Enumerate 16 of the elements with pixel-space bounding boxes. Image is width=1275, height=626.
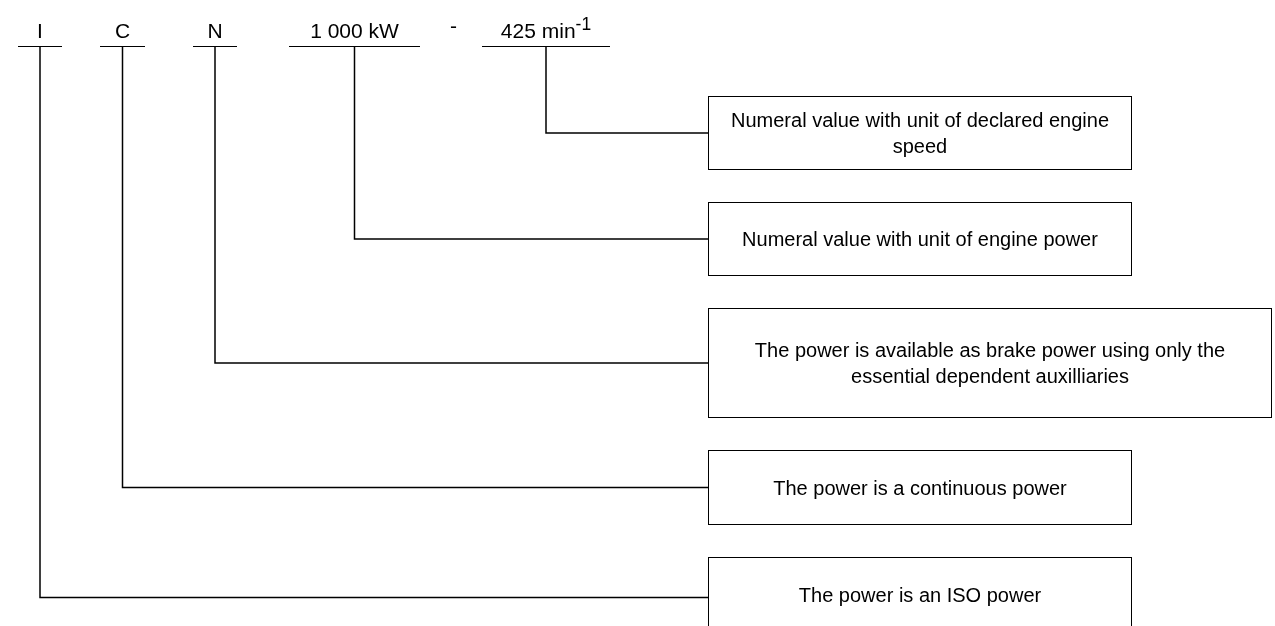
designation-code: N <box>193 14 237 47</box>
description-box: The power is an ISO power <box>708 557 1132 626</box>
leader-line <box>545 46 709 134</box>
leader-line <box>121 46 709 489</box>
description-box: Numeral value with unit of declared engine speed <box>708 96 1132 170</box>
designation-code: 1 000 kW <box>289 14 420 47</box>
separator-dash: - <box>450 14 457 38</box>
designation-code: 425 min$^{-1}$ <box>482 10 610 47</box>
description-box: The power is available as brake power using only the essential dependent auxilliaries <box>708 308 1272 418</box>
leader-line <box>39 46 709 599</box>
description-box: Numeral value with unit of engine power <box>708 202 1132 276</box>
leader-line <box>353 46 709 240</box>
designation-code: C <box>100 14 145 47</box>
description-box: The power is a continuous power <box>708 450 1132 525</box>
leader-line <box>214 46 709 364</box>
designation-code: I <box>18 14 62 47</box>
